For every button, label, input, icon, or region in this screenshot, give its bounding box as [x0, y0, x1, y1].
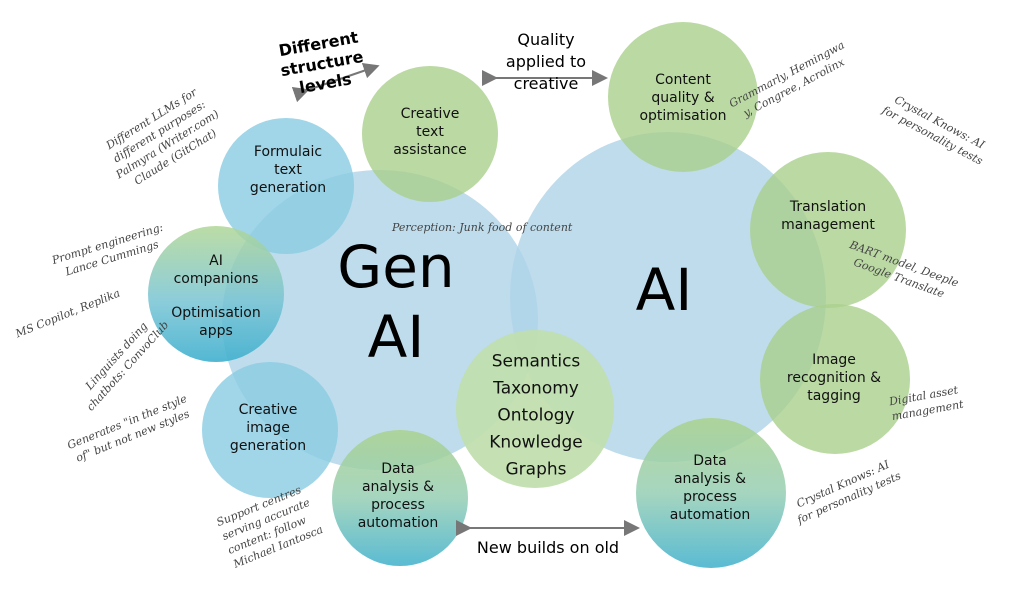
data-left-label: Data analysis & process automation: [357, 461, 439, 531]
new-builds-arrow-label: New builds on old: [476, 538, 620, 557]
ai-companions-label-b: Optimisation apps: [171, 305, 261, 339]
image-recognition-circle: [760, 304, 910, 454]
image-recognition-label: Image recognition & tagging: [786, 352, 882, 404]
translation-label: Translation management: [781, 199, 875, 233]
semantics-label: Semantics Taxonomy Ontology Knowledge Gr…: [489, 351, 583, 480]
data-right-label: Data analysis & process automation: [669, 453, 751, 523]
content-quality-label: Content quality & optimisation: [639, 72, 727, 124]
gen-ai-label: Gen AI: [337, 233, 455, 371]
ai-companions-circle: [148, 226, 284, 362]
ai-label: AI: [635, 256, 693, 324]
structure-arrow: [291, 63, 380, 103]
creative-text-circle: [362, 66, 498, 202]
creative-image-circle: [202, 362, 338, 498]
creative-image-label: Creative image generation: [229, 402, 307, 454]
formulaic-label: Formulaic text generation: [249, 144, 327, 196]
translation-circle: [750, 152, 906, 308]
creative-text-label: Creative text assistance: [393, 106, 467, 158]
semantics-circle: [456, 330, 614, 488]
quality-arrow-label: Quality applied to creative: [505, 30, 587, 93]
data-right-circle: [636, 418, 786, 568]
data-left-circle: [332, 430, 468, 566]
ai-companions-label-a: AI companions: [173, 253, 259, 287]
content-quality-circle: [608, 22, 758, 172]
note-perception: Perception: Junk food of content: [392, 221, 573, 234]
